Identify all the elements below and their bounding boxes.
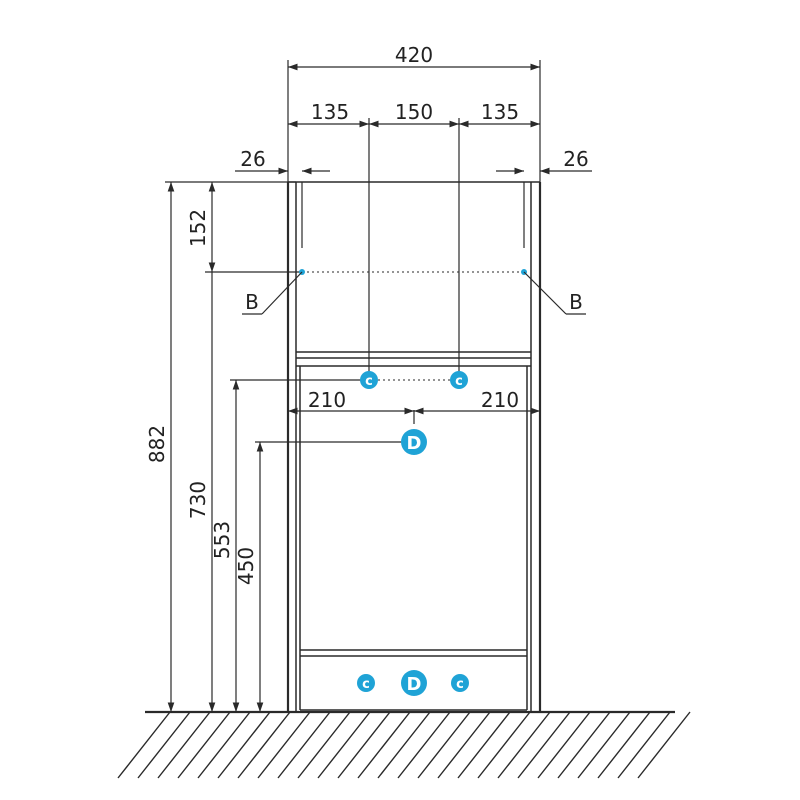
dim-height-c: 553 [210,521,234,559]
c-label: c [362,677,370,692]
dim-overall-height: 882 [145,425,169,463]
dim-total-width: 420 [395,43,433,67]
floor-hatch-line [377,711,431,779]
dim-height-b: 730 [186,481,210,519]
floor-hatch-line [297,711,351,779]
dim-center-gap: 150 [395,100,433,124]
floor-hatch-line [257,711,311,779]
floor [117,710,691,779]
dim-left-inset: 26 [240,147,265,171]
floor-hatch-line [337,711,391,779]
dim-top-drop: 152 [186,209,210,247]
dim-right-inset: 26 [563,147,588,171]
b-label-right: B [569,290,583,314]
dim-right-offset: 135 [481,100,519,124]
floor-hatch-line [177,711,231,779]
c-label: c [456,677,464,692]
marker-c-upper-right: c [450,371,468,389]
d-label: D [407,674,422,695]
marker-c-lower-right: c [451,674,469,692]
dim-right-half: 210 [481,388,519,412]
floor-hatch-line [137,711,191,779]
floor-hatch-line [237,711,291,779]
floor-hatch-line [217,711,271,779]
dim-left-half: 210 [308,388,346,412]
marker-c-lower-left: c [357,674,375,692]
floor-hatch-line [437,711,491,779]
floor-hatch-line [637,711,691,779]
floor-hatch-line [497,711,551,779]
marker-d-upper: D [401,429,427,455]
c-label: c [365,374,373,389]
floor-hatch-line [597,711,651,779]
left-dimensions: 882 152 730 553 450 [145,181,414,712]
marker-c-upper-left: c [360,371,378,389]
floor-hatch-line [417,711,471,779]
top-dimensions: 420 135 150 135 26 26 210 210 [235,43,592,424]
floor-hatch-line [537,711,591,779]
floor-hatch-line [517,711,571,779]
cabinet-outline [286,181,542,712]
floor-hatch-line [557,711,611,779]
floor-hatch-line [117,711,171,779]
c-label: c [455,374,463,389]
marker-b-right: B [521,269,586,315]
floor-hatch-line [457,711,511,779]
floor-hatch-line [477,711,531,779]
floor-hatch-line [397,711,451,779]
floor-hatch-line [317,711,371,779]
marker-b-left: B [242,269,305,315]
b-label-left: B [245,290,259,314]
floor-hatch-line [617,711,671,779]
floor-hatch-line [577,711,631,779]
floor-hatch-line [197,711,251,779]
dim-left-offset: 135 [311,100,349,124]
marker-d-lower: D [401,670,427,696]
floor-hatch-line [357,711,411,779]
floor-hatch-line [277,711,331,779]
d-label: D [407,433,422,454]
dim-height-d: 450 [234,547,258,585]
floor-hatch-line [157,711,211,779]
